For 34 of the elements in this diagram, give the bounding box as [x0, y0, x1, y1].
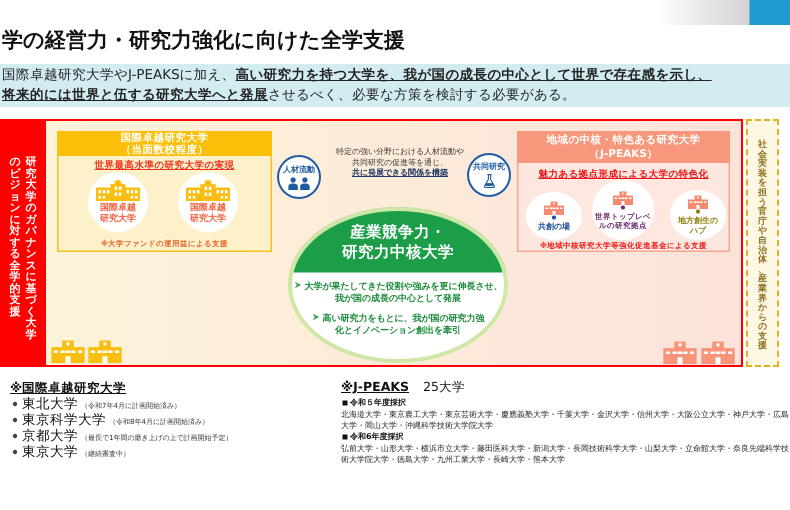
circle-label: 国際卓越研究大学 [189, 203, 227, 225]
group-subtitle: 魅力ある拠点形成による大学の特色化 [538, 169, 708, 181]
university-circle [670, 190, 726, 240]
university-name: 東北大学 [22, 396, 78, 412]
side-heading: 研究大学のガバナンスに基づく大学のビジョンに対する全学的支援 [9, 156, 37, 340]
program-box [57, 131, 272, 252]
group-subtitle: 世界最高水準の研究大学の実現 [94, 160, 234, 172]
university-name: 東京大学 [22, 444, 78, 460]
circle-label: 国際卓越研究大学 [99, 203, 137, 225]
group-heading: 国際卓越研究大学（当面数校程度） [57, 131, 272, 156]
circle-label: 人材流動 [283, 164, 315, 174]
side-note: 社会実装を担う官庁や自治体、産業界からの支援 [757, 141, 768, 352]
support-side-box [746, 119, 779, 367]
annotation-text: 特定の強い分野における人材流動や共同研究の促進等を通じ、共に発展できる関係を構築 [335, 147, 465, 178]
year-heading: 令和５年度採択 [350, 398, 406, 408]
circle-label: 共創の場 [537, 222, 571, 232]
summary-banner [0, 64, 790, 107]
university-name: 東京科学大学 [22, 412, 106, 428]
summary-text: 国際卓越研究大学やJ-PEAKSに加え、高い研究力を持つ大学を、我が国の成長の中心として世界で存在感を示し、将来的には世界と伍する研究大学へと発展させるべく、必要な方策を検討する必要がある。 [2, 66, 713, 104]
program-box [517, 131, 730, 252]
year-heading: 令和6年度採択 [350, 432, 404, 442]
university-list: 北海道大学・東京農工大学・東京芸術大学・慶應義塾大学・千葉大学・金沢大学・信州大学・大阪公立大学・神戸大学・広島大学・岡山大学・沖縄科学技術大学院大学 [341, 409, 789, 431]
university-name: 京都大学 [22, 428, 78, 444]
list-heading: ※国際卓越研究大学 [10, 380, 126, 395]
bullet-text: 高い研究力をもとに、我が国の研究力強化とイノベーション創出を牽引 [322, 314, 484, 336]
list-heading: ※J-PEAKS [341, 379, 410, 394]
circle-label: 地方創生のハブ [677, 216, 719, 236]
core-heading: 産業競争力・研究力中核大学 [340, 222, 455, 262]
university-list: 弘前大学・山形大学・横浜市立大学・藤田医科大学・新潟大学・長岡技術科学大学・山梨大学・立命館大学・奈良先端科学技術大学院大学・徳島大学・九州工業大学・長崎大学・熊本大学 [341, 443, 789, 465]
count-text: 25大学 [423, 379, 465, 394]
bullet-text: 大学が果たしてきた役割や強みを更に伸長させ、我が国の成長の中心として発展 [304, 282, 502, 304]
page-title: 学の経営力・研究力強化に向けた全学支援 [2, 27, 405, 53]
circle-label: 共同研究 [473, 162, 505, 172]
group-heading: 地域の中核・特色ある研究大学（J-PEAKS） [517, 131, 730, 163]
